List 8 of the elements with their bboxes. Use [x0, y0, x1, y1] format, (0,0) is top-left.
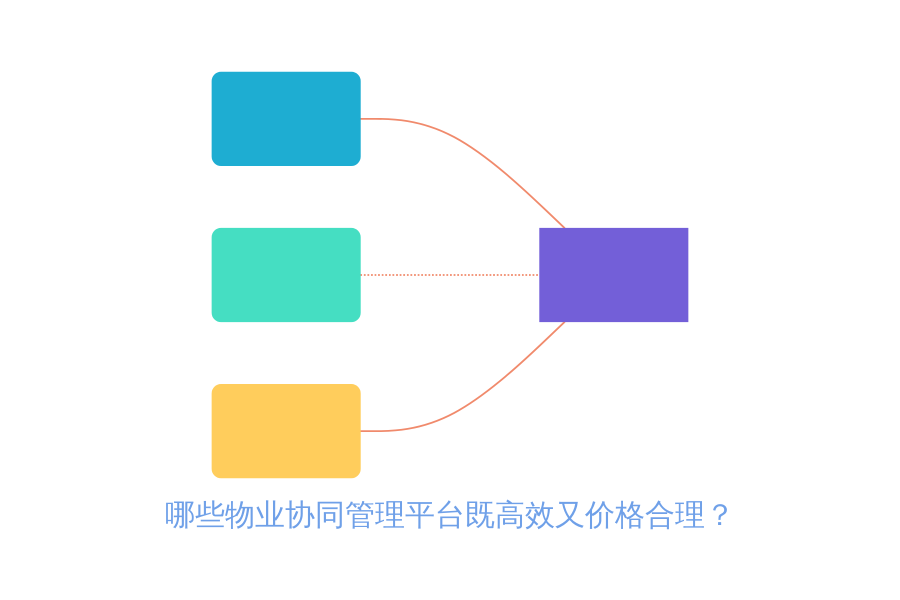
- box: [212, 384, 361, 478]
- connector: [360, 274, 540, 276]
- connector: [360, 320, 566, 432]
- box: [212, 227, 361, 322]
- box: [212, 71, 361, 166]
- connector: [360, 117, 566, 228]
- box: [539, 227, 688, 322]
- diagram-title: 哪些物业协同管理平台既高效又价格合理？: [165, 496, 735, 534]
